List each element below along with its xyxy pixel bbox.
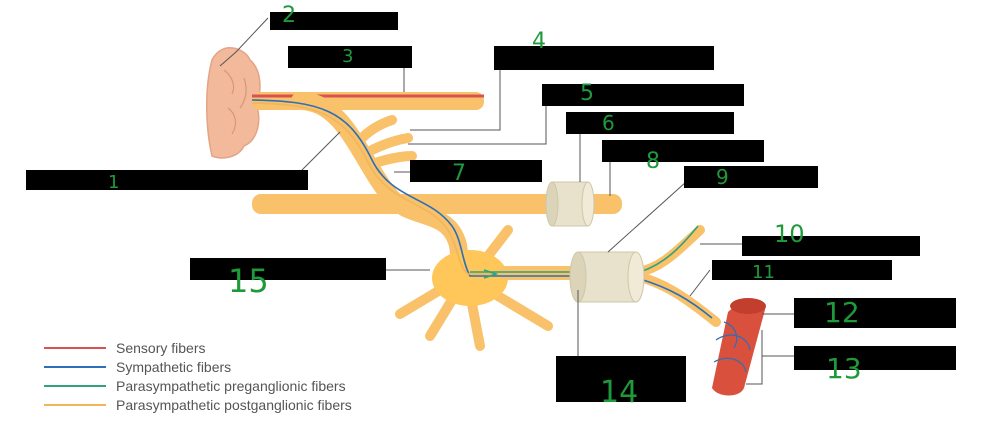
fiber-lines xyxy=(251,99,713,319)
label-box-7 xyxy=(410,160,542,182)
label-box-8 xyxy=(602,140,764,162)
label-box-10 xyxy=(742,236,920,256)
legend-label-sympathetic: Sympathetic fibers xyxy=(116,359,231,375)
label-box-14 xyxy=(556,356,686,402)
number-6: 6 xyxy=(602,111,615,135)
label-box-12 xyxy=(794,298,956,328)
ganglion xyxy=(395,225,553,351)
number-7: 7 xyxy=(452,161,466,186)
brain-tissue xyxy=(206,47,261,159)
legend-label-para-post: Parasympathetic postganglionic fibers xyxy=(116,397,352,413)
number-3: 3 xyxy=(342,46,353,67)
number-13: 13 xyxy=(826,352,862,385)
label-box-9 xyxy=(684,166,818,188)
number-9: 9 xyxy=(716,165,729,189)
legend-label-para-pre: Parasympathetic preganglionic fibers xyxy=(116,378,346,394)
number-8: 8 xyxy=(646,149,660,174)
label-box-1 xyxy=(26,170,308,190)
label-box-6 xyxy=(566,112,734,134)
number-5: 5 xyxy=(580,81,594,106)
number-11: 11 xyxy=(752,262,775,283)
number-4: 4 xyxy=(532,29,546,54)
number-12: 12 xyxy=(824,296,860,329)
label-box-15 xyxy=(190,258,386,280)
legend: Sensory fibers Sympathetic fibers Parasy… xyxy=(44,340,352,413)
label-box-13 xyxy=(794,346,956,370)
handwritten-numbers: 2 3 4 5 6 1 7 8 9 10 11 12 13 14 15 xyxy=(108,3,862,410)
blood-vessel xyxy=(712,298,766,396)
upper-sheath xyxy=(545,181,595,227)
lower-sheath xyxy=(569,251,645,303)
label-box-4 xyxy=(494,46,714,70)
label-boxes xyxy=(26,12,956,402)
leader-lines xyxy=(219,17,794,385)
number-14: 14 xyxy=(600,375,638,410)
lower-nerve-trunk xyxy=(252,194,622,214)
legend-label-sensory: Sensory fibers xyxy=(116,340,205,356)
number-2: 2 xyxy=(282,3,296,28)
nerve-branches xyxy=(357,115,417,167)
label-box-3 xyxy=(288,46,412,68)
label-box-2 xyxy=(270,12,398,30)
number-10: 10 xyxy=(774,220,805,248)
number-1: 1 xyxy=(108,172,119,193)
label-box-5 xyxy=(542,84,744,106)
label-box-11 xyxy=(712,260,892,280)
number-15: 15 xyxy=(228,262,269,300)
